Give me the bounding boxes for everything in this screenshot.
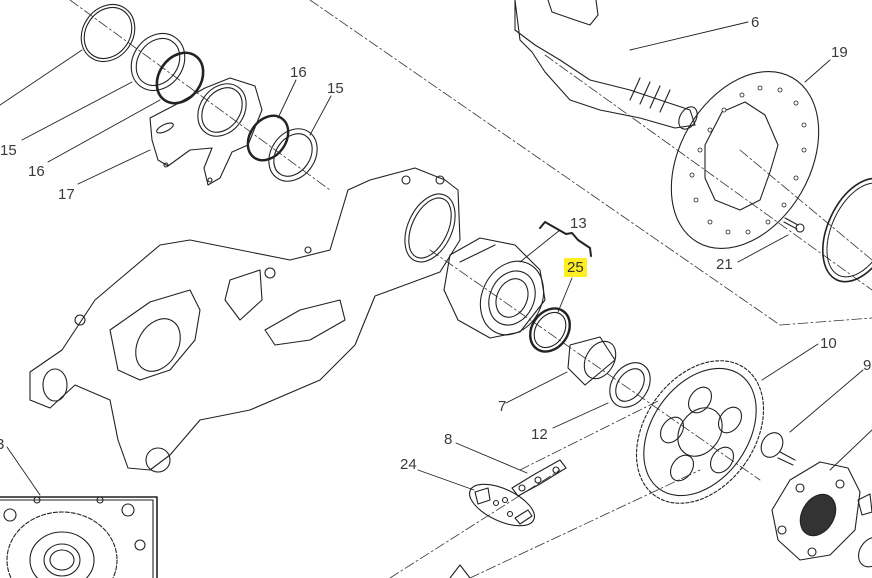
callout-16: 16	[28, 163, 45, 180]
callout-15: 15	[327, 80, 344, 97]
o-ring-part	[155, 51, 205, 105]
spacer-part-7	[567, 336, 617, 386]
hub-axle-part-6	[514, 0, 698, 130]
bolt-part-21	[783, 217, 805, 233]
sprocket-part-10	[635, 360, 765, 504]
washer-part-12	[609, 362, 651, 408]
partial-part	[449, 564, 471, 578]
leader-lines	[0, 21, 872, 496]
callout-8: 8	[444, 431, 453, 448]
callout-16: 16	[290, 64, 307, 81]
brake-disc-part-19	[670, 70, 820, 250]
callout-10: 10	[820, 335, 837, 352]
callout-21: 21	[716, 256, 733, 273]
tone-ring-part	[822, 177, 872, 283]
axis-lines	[69, 0, 872, 578]
washer-part	[130, 32, 186, 92]
callout-25-highlighted[interactable]: 25	[564, 258, 587, 277]
gear-detail-inset	[0, 496, 158, 578]
nut-part	[857, 493, 872, 516]
callout-19: 19	[831, 44, 848, 61]
seal-part-25	[529, 307, 571, 353]
callout-24: 24	[400, 456, 417, 473]
caliper-bracket-part	[149, 77, 263, 186]
washer-part	[268, 128, 318, 182]
chain-link-part-8	[511, 459, 567, 497]
bracket-13	[539, 221, 592, 257]
callout-7: 7	[498, 398, 507, 415]
callout-3: 3	[0, 436, 5, 453]
circlip-part	[80, 3, 136, 63]
o-ring-part	[246, 114, 290, 162]
callout-6: 6	[751, 14, 760, 31]
callout-15: 15	[0, 142, 17, 159]
chain-link-kit-part-24	[469, 483, 535, 527]
stud-part-9	[760, 432, 796, 466]
washer-edge-part	[858, 536, 872, 568]
sprocket-carrier-part	[771, 461, 861, 561]
swingarm-part	[29, 167, 461, 473]
callout-9: 9	[863, 357, 872, 374]
eccentric-hub-part	[443, 237, 546, 339]
callout-17: 17	[58, 186, 75, 203]
callout-13: 13	[570, 215, 587, 232]
callout-12: 12	[531, 426, 548, 443]
